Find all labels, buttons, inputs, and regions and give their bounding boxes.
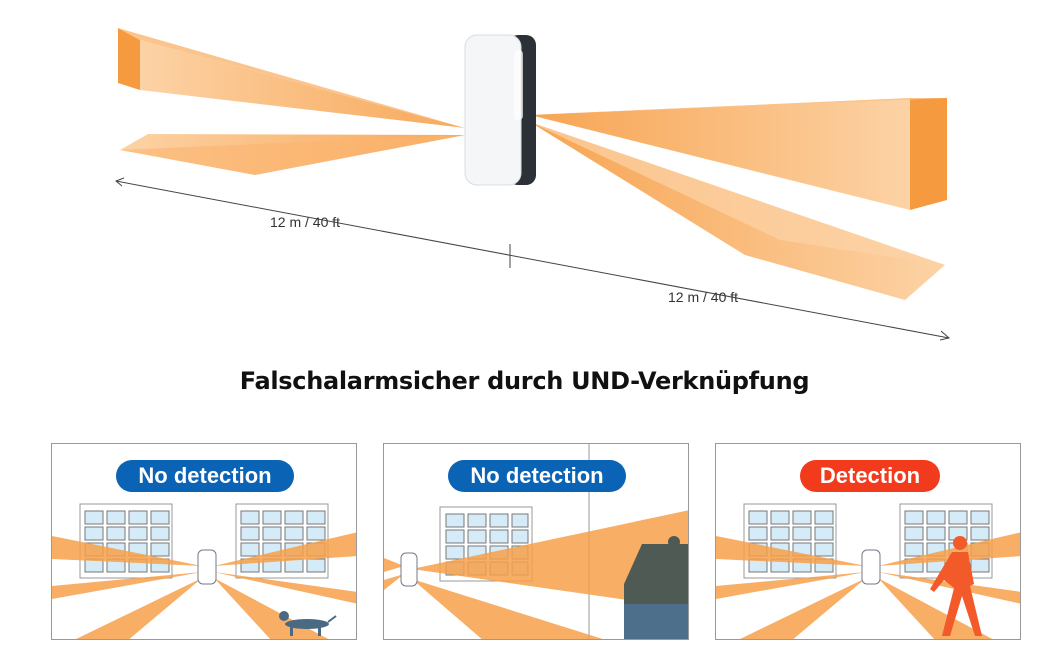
sensor-icon — [861, 549, 881, 585]
window-left — [743, 503, 837, 579]
window-right — [235, 503, 329, 579]
distance-label-left: 12 m / 40 ft — [270, 214, 341, 230]
sensor-icon — [400, 552, 418, 587]
beam-right-lower — [530, 122, 945, 300]
person-icon — [930, 536, 982, 636]
detection-badge: Detection — [800, 460, 940, 492]
scenario-panel-dog: No detection — [51, 443, 357, 640]
beam-right-upper — [530, 98, 947, 210]
distance-arrow — [115, 177, 951, 341]
scenario-panel-person: Detection — [715, 443, 1021, 640]
beam-left-upper — [118, 28, 465, 128]
sensor-coverage-diagram — [115, 28, 951, 341]
sensor-icon — [197, 549, 217, 585]
window-left — [79, 503, 173, 579]
distance-label-right: 12 m / 40 ft — [668, 289, 739, 305]
page-title: Falschalarmsicher durch UND-Verknüpfung — [239, 367, 810, 395]
detection-badge: No detection — [116, 460, 294, 492]
dog-icon — [279, 611, 337, 636]
sensor-device — [464, 34, 536, 186]
beam-left-lower — [120, 134, 465, 175]
scenario-panel-car: No detection — [383, 443, 689, 640]
car-icon — [624, 536, 688, 639]
detection-badge: No detection — [448, 460, 626, 492]
